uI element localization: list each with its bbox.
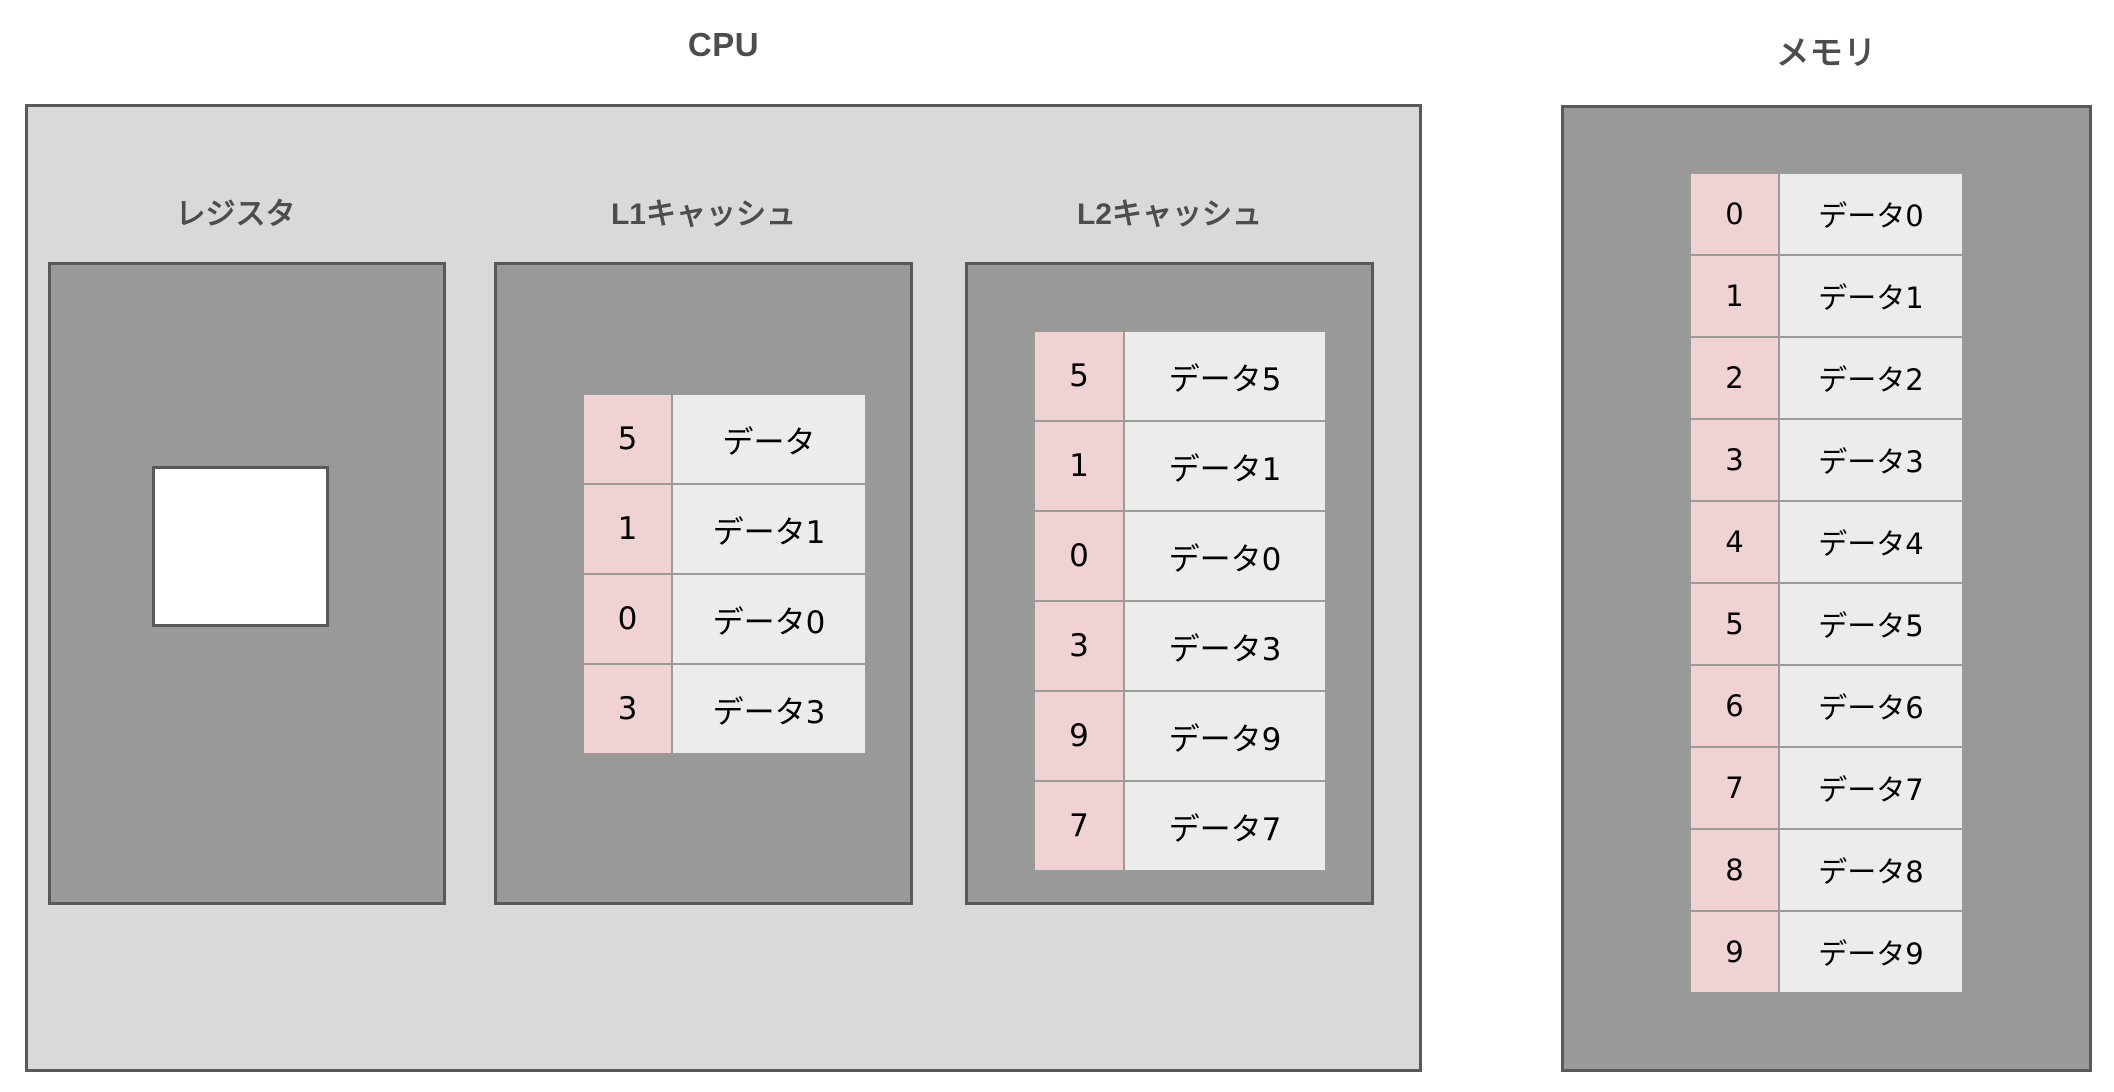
l2-cache-unit-title: L2キャッシュ [1076,198,1262,231]
data-cell: データ9 [1779,911,1963,993]
address-cell: 7 [1690,747,1779,829]
address-cell: 3 [1690,419,1779,501]
address-cell: 8 [1690,829,1779,911]
address-cell: 0 [583,574,672,664]
address-cell: 3 [583,664,672,754]
address-cell: 9 [1690,911,1779,993]
data-cell: データ7 [1124,781,1326,871]
data-cell: データ1 [1124,421,1326,511]
data-cell: データ3 [1124,601,1326,691]
address-cell: 0 [1690,173,1779,255]
address-cell: 7 [1034,781,1124,871]
data-cell: データ5 [1779,583,1963,665]
address-cell: 1 [583,484,672,574]
address-cell: 2 [1690,337,1779,419]
data-cell: データ0 [1779,173,1963,255]
data-cell: データ0 [1124,511,1326,601]
data-cell: データ1 [1779,255,1963,337]
address-cell: 3 [1034,601,1124,691]
data-cell: データ2 [1779,337,1963,419]
data-cell: データ3 [672,664,866,754]
data-cell: データ3 [1779,419,1963,501]
address-cell: 4 [1690,501,1779,583]
register-unit-title: レジスタ [175,198,296,231]
address-cell: 1 [1034,421,1124,511]
data-cell: データ5 [1124,331,1326,421]
address-cell: 9 [1034,691,1124,781]
l1-cache-unit-title: L1キャッシュ [610,198,796,231]
cpu-section-title: CPU [687,26,760,63]
address-cell: 5 [1034,331,1124,421]
data-cell: データ6 [1779,665,1963,747]
data-cell: データ0 [672,574,866,664]
memory-section-title: メモリ [1776,34,1877,71]
address-cell: 0 [1034,511,1124,601]
register-slot[interactable] [152,466,329,627]
address-cell: 5 [1690,583,1779,665]
address-cell: 1 [1690,255,1779,337]
data-cell: データ [672,394,866,484]
data-cell: データ1 [672,484,866,574]
data-cell: データ4 [1779,501,1963,583]
address-cell: 6 [1690,665,1779,747]
data-cell: データ7 [1779,747,1963,829]
address-cell: 5 [583,394,672,484]
data-cell: データ8 [1779,829,1963,911]
data-cell: データ9 [1124,691,1326,781]
